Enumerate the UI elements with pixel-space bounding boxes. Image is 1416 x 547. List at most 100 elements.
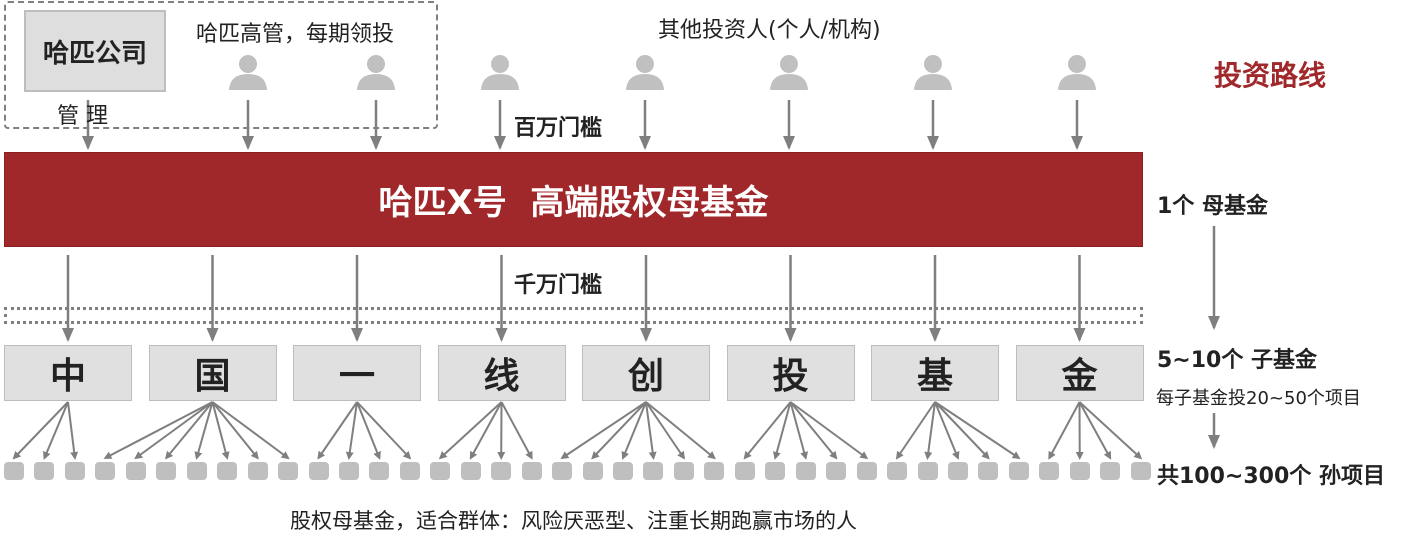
- subfund-to-project-arrow: [438, 401, 503, 460]
- subfund-to-project-arrow: [12, 401, 69, 460]
- investor-person-icon: [1058, 55, 1096, 90]
- subfund-to-project-arrow: [895, 401, 936, 460]
- grandchild-project: [1100, 462, 1121, 480]
- subfund-to-project-arrow: [621, 401, 647, 460]
- investor-person-icon: [914, 55, 952, 90]
- sub-fund-box: 国: [148, 345, 277, 401]
- investor-person-icon: [626, 55, 664, 90]
- subfund-to-project-arrow: [356, 401, 381, 460]
- grandchild-project: [186, 462, 207, 480]
- manage-label: 管 理: [57, 104, 108, 129]
- grandchild-project: [734, 462, 755, 480]
- grandchild-project: [338, 462, 359, 480]
- grandchild-project: [856, 462, 877, 480]
- grandchild-project: [308, 462, 329, 480]
- level-mother-fund: 1个 母基金: [1157, 194, 1268, 219]
- subfund-to-project-arrow: [1048, 401, 1081, 460]
- subfund-to-project-arrow: [356, 401, 412, 460]
- sub-fund-box: 创: [582, 345, 710, 401]
- subfund-to-project-arrow: [645, 401, 657, 460]
- grandchild-project: [95, 462, 116, 480]
- threshold-million-label: 百万门槛: [514, 116, 603, 141]
- subfund-to-project-arrow: [211, 401, 230, 460]
- grandchild-project: [552, 462, 573, 480]
- grandchild-project: [399, 462, 420, 480]
- subfund-to-project-arrow: [345, 401, 358, 460]
- sub-fund-box: 投: [726, 345, 855, 401]
- grandchild-project: [582, 462, 603, 480]
- caption: 股权母基金，适合群体：风险厌恶型、注重长期跑赢市场的人: [290, 509, 857, 533]
- other-investors-label: 其他投资人(个人/机构): [658, 18, 881, 43]
- grandchild-project: [613, 462, 633, 480]
- investor-person-icon: [481, 55, 519, 90]
- subfund-to-project-arrow: [67, 401, 79, 460]
- subfund-to-project-arrow: [103, 401, 213, 459]
- threshold-ten-million-label: 千万门槛: [514, 273, 603, 298]
- grandchild-project: [430, 462, 451, 480]
- subfund-to-project-arrow: [43, 401, 69, 460]
- grandchild-project: [156, 462, 177, 480]
- subfund-to-project-arrow: [194, 401, 214, 460]
- grandchild-project: [978, 462, 999, 480]
- mother-fund-banner: 哈匹X号 高端股权母基金: [4, 152, 1143, 247]
- grandchild-project: [643, 462, 664, 480]
- grandchild-project: [673, 462, 694, 480]
- subfund-to-project-arrow: [500, 401, 533, 460]
- subfund-to-project-arrow: [645, 401, 716, 460]
- sub-fund-box: 中: [4, 345, 132, 401]
- subfund-to-project-arrow: [134, 401, 214, 460]
- subfund-to-project-arrow: [924, 401, 936, 460]
- grandchild-project: [521, 462, 542, 480]
- grandchild-project: [460, 462, 481, 480]
- hapi-group-dashed-box: [4, 1, 438, 129]
- grandchild-project: [765, 462, 786, 480]
- grandchild-project: [217, 462, 238, 480]
- subfund-to-project-arrow: [469, 401, 503, 460]
- grandchild-project: [1130, 462, 1151, 480]
- investor-person-icon: [229, 55, 267, 90]
- investor-person-icon: [770, 55, 808, 90]
- grandchild-project: [887, 462, 908, 480]
- grandchild-project: [64, 462, 85, 480]
- subfund-to-project-arrow: [789, 401, 869, 460]
- grandchild-project: [125, 462, 146, 480]
- grandchild-project: [369, 462, 390, 480]
- level-sub-funds-note: 每子基金投20~50个项目: [1156, 388, 1361, 409]
- subfund-to-project-arrow: [317, 401, 358, 460]
- grandchild-project: [826, 462, 847, 480]
- executives-label: 哈匹高管，每期领投: [196, 22, 395, 47]
- grandchild-project: [491, 462, 512, 480]
- subfund-to-project-arrow: [789, 401, 808, 460]
- subfund-to-project-arrow: [645, 401, 686, 460]
- level-grandchild-projects: 共100~300个 孙项目: [1157, 464, 1385, 489]
- subfund-to-project-arrow: [1078, 401, 1143, 460]
- subfund-to-project-arrow: [789, 401, 838, 460]
- mother-fund-title: 哈匹X号 高端股权母基金: [378, 183, 769, 223]
- grandchild-project: [1039, 462, 1060, 480]
- grandchild-project: [917, 462, 938, 480]
- investment-route-heading: 投资路线: [1214, 59, 1327, 92]
- level-sub-funds: 5~10个 子基金: [1157, 348, 1318, 373]
- grandchild-project: [1008, 462, 1029, 480]
- hapi-company-box: 哈匹公司: [24, 10, 166, 92]
- grandchild-project: [795, 462, 816, 480]
- subfund-to-project-arrow: [934, 401, 990, 460]
- grandchild-project: [247, 462, 268, 480]
- sub-fund-box: 线: [437, 345, 566, 401]
- investor-person-icon: [357, 55, 395, 90]
- subfund-to-project-arrow: [164, 401, 214, 460]
- subfund-to-project-arrow: [743, 401, 792, 460]
- subfund-to-project-arrow: [211, 401, 290, 460]
- sub-fund-box: 基: [871, 345, 999, 401]
- grandchild-project: [947, 462, 968, 480]
- subfund-to-project-arrow: [772, 401, 792, 460]
- subfund-to-project-arrow: [591, 401, 647, 460]
- subfund-to-project-arrow: [211, 401, 259, 460]
- subfund-to-project-arrow: [560, 401, 647, 460]
- subfund-to-project-arrow: [934, 401, 960, 460]
- dotted-separator: [4, 307, 1143, 324]
- sub-fund-box: 金: [1015, 345, 1144, 401]
- grandchild-project: [278, 462, 299, 480]
